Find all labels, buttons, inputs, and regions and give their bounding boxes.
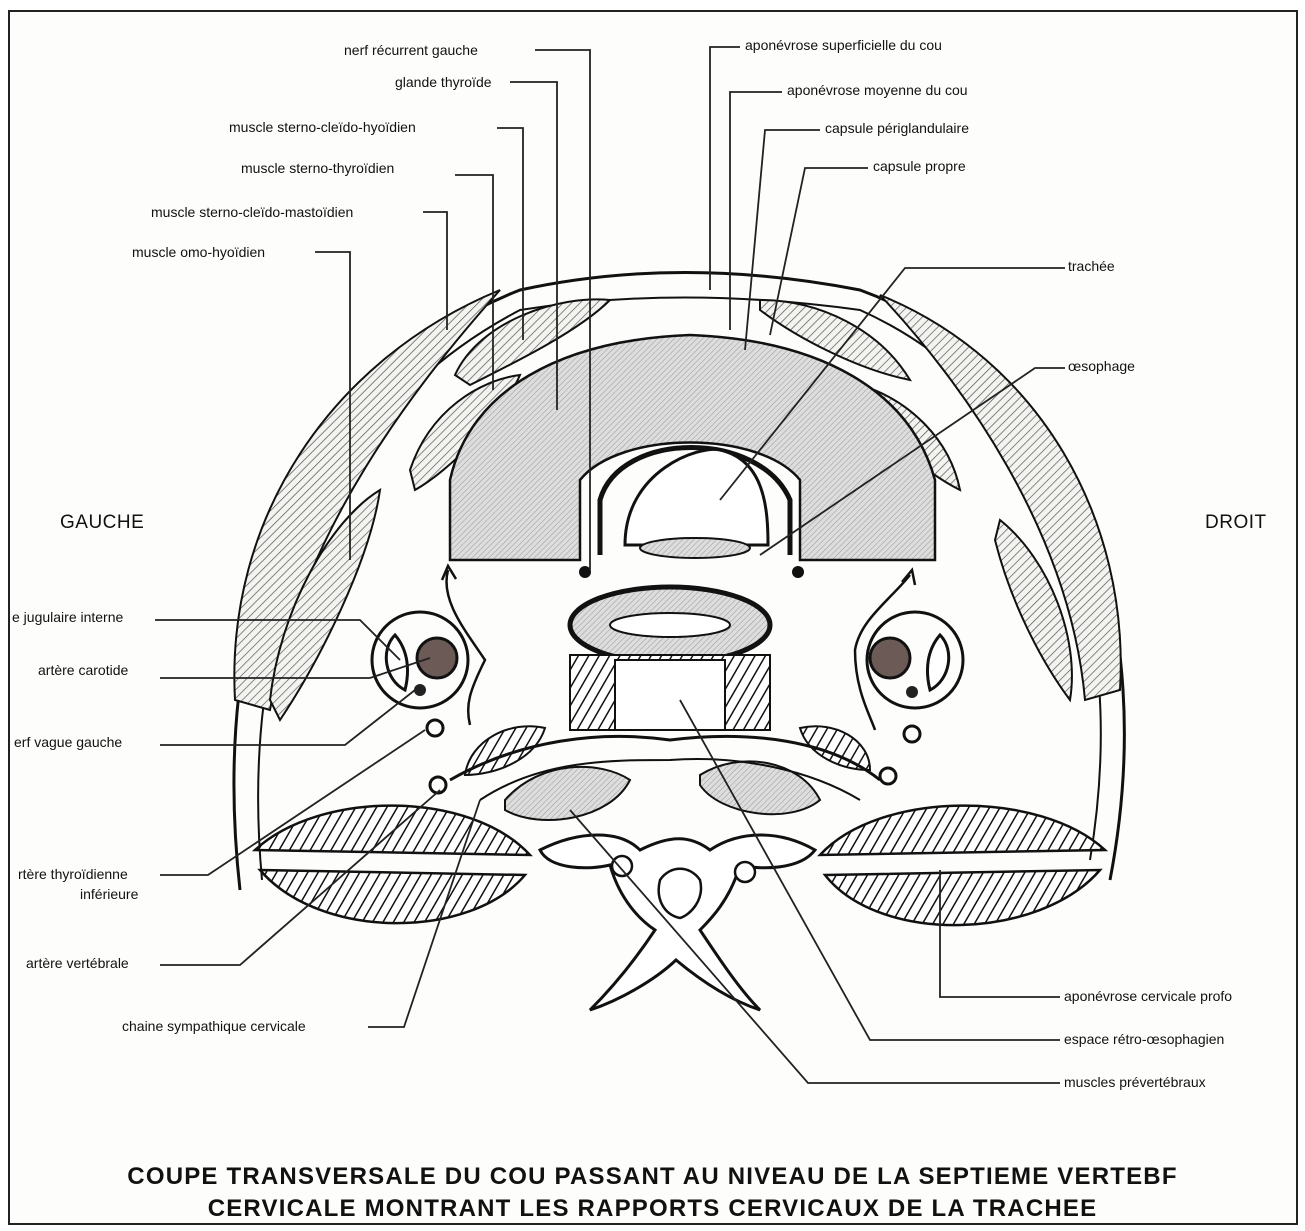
label-capsule-propre: capsule propre — [873, 158, 966, 174]
posterior-muscle-left-lower — [260, 870, 525, 923]
label-muscle-sterno-cleido-hyoidien: muscle sterno-cleïdo-hyoïdien — [229, 119, 416, 135]
label-muscle-sterno-thyroidien: muscle sterno-thyroïdien — [241, 160, 394, 176]
label-espace-retro-oesophagien: espace rétro-œsophagien — [1064, 1031, 1224, 1047]
label-muscle-omo-hyoidien: muscle omo-hyoïdien — [132, 244, 265, 260]
label-artere-vertebrale: artère vertébrale — [26, 955, 129, 971]
label-veine-jugulaire-interne: e jugulaire interne — [12, 609, 123, 625]
posterior-muscle-right-upper — [820, 806, 1105, 855]
label-muscles-prevertebraux: muscles prévertébraux — [1064, 1074, 1206, 1090]
label-trachee: trachée — [1068, 258, 1115, 274]
vascular-sheath-left — [372, 612, 468, 708]
posterior-muscle-left-upper — [255, 806, 530, 855]
caption-line-2: CERVICALE MONTRANT LES RAPPORTS CERVICAU… — [0, 1195, 1305, 1223]
posterior-muscle-right-lower — [825, 870, 1100, 925]
label-capsule-periglandulaire: capsule périglandulaire — [825, 120, 969, 136]
side-label-droit: DROIT — [1205, 512, 1267, 534]
side-label-gauche: GAUCHE — [60, 512, 144, 534]
label-aponevrose-cervicale-profonde: aponévrose cervicale profo — [1064, 988, 1232, 1004]
vascular-sheath-right — [867, 612, 963, 708]
label-aponevrose-moyenne: aponévrose moyenne du cou — [787, 82, 968, 98]
label-glande-thyroide: glande thyroïde — [395, 74, 492, 90]
label-aponevrose-superficielle: aponévrose superficielle du cou — [745, 37, 942, 53]
label-chaine-sympathique-cervicale: chaine sympathique cervicale — [122, 1018, 306, 1034]
label-artere-thyroidienne-inferieure: rtère thyroïdienne — [18, 866, 128, 882]
label-oesophage: œsophage — [1068, 358, 1135, 374]
caption-line-1: COUPE TRANSVERSALE DU COU PASSANT AU NIV… — [0, 1163, 1305, 1191]
label-artere-carotide: artère carotide — [38, 662, 128, 678]
label-muscle-sterno-cleido-mastoidien: muscle sterno-cleïdo-mastoïdien — [151, 204, 353, 220]
label-nerf-recurrent-gauche: nerf récurrent gauche — [344, 42, 478, 58]
label-nerf-vague-gauche: erf vague gauche — [14, 734, 122, 750]
label-artere-thyroidienne-inferieure-2: inférieure — [80, 886, 138, 902]
prevertebral-muscle-left — [505, 767, 630, 820]
vertebra — [540, 835, 815, 1010]
